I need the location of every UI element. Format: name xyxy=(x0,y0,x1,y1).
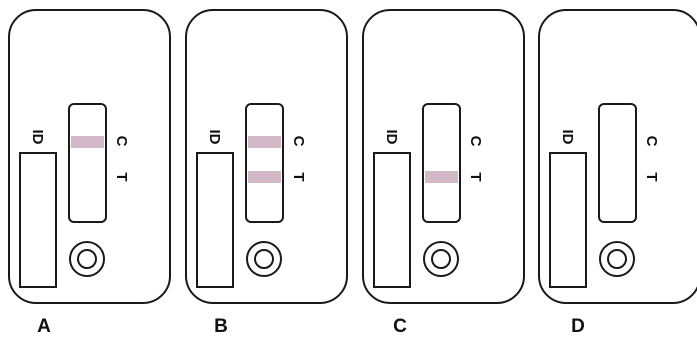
id-box xyxy=(373,152,411,288)
test-cassette-c: ID C T xyxy=(362,9,525,304)
control-band xyxy=(248,136,281,148)
sample-well-inner xyxy=(77,249,97,269)
result-window xyxy=(245,103,284,223)
test-line-label: T xyxy=(290,172,307,182)
id-label: ID xyxy=(559,129,576,145)
test-band xyxy=(248,171,281,183)
control-line-label: C xyxy=(643,135,660,147)
id-label: ID xyxy=(383,129,400,145)
sample-well-inner xyxy=(254,249,274,269)
sample-well xyxy=(69,241,105,277)
panel-label-c: C xyxy=(393,316,407,337)
sample-well xyxy=(599,241,635,277)
id-box xyxy=(549,152,587,288)
id-box xyxy=(196,152,234,288)
test-cassette-d: ID C T xyxy=(538,9,697,304)
test-line-label: T xyxy=(113,172,130,182)
id-label: ID xyxy=(206,129,223,145)
sample-well xyxy=(423,241,459,277)
result-window xyxy=(68,103,107,223)
id-box xyxy=(19,152,57,288)
result-window xyxy=(422,103,461,223)
result-window xyxy=(598,103,637,223)
test-band xyxy=(71,171,104,183)
control-band xyxy=(601,136,634,148)
test-line-label: T xyxy=(467,172,484,182)
sample-well-inner xyxy=(431,249,451,269)
panel-label-d: D xyxy=(571,316,585,337)
id-label: ID xyxy=(29,129,46,145)
panel-label-b: B xyxy=(214,316,228,337)
control-band xyxy=(425,136,458,148)
sample-well xyxy=(246,241,282,277)
test-band xyxy=(601,171,634,183)
control-line-label: C xyxy=(290,135,307,147)
test-line-label: T xyxy=(643,172,660,182)
test-band xyxy=(425,171,458,183)
control-band xyxy=(71,136,104,148)
test-cassette-a: ID C T xyxy=(8,9,171,304)
sample-well-inner xyxy=(607,249,627,269)
control-line-label: C xyxy=(113,135,130,147)
control-line-label: C xyxy=(467,135,484,147)
panel-label-a: A xyxy=(37,316,51,337)
test-cassette-b: ID C T xyxy=(185,9,348,304)
